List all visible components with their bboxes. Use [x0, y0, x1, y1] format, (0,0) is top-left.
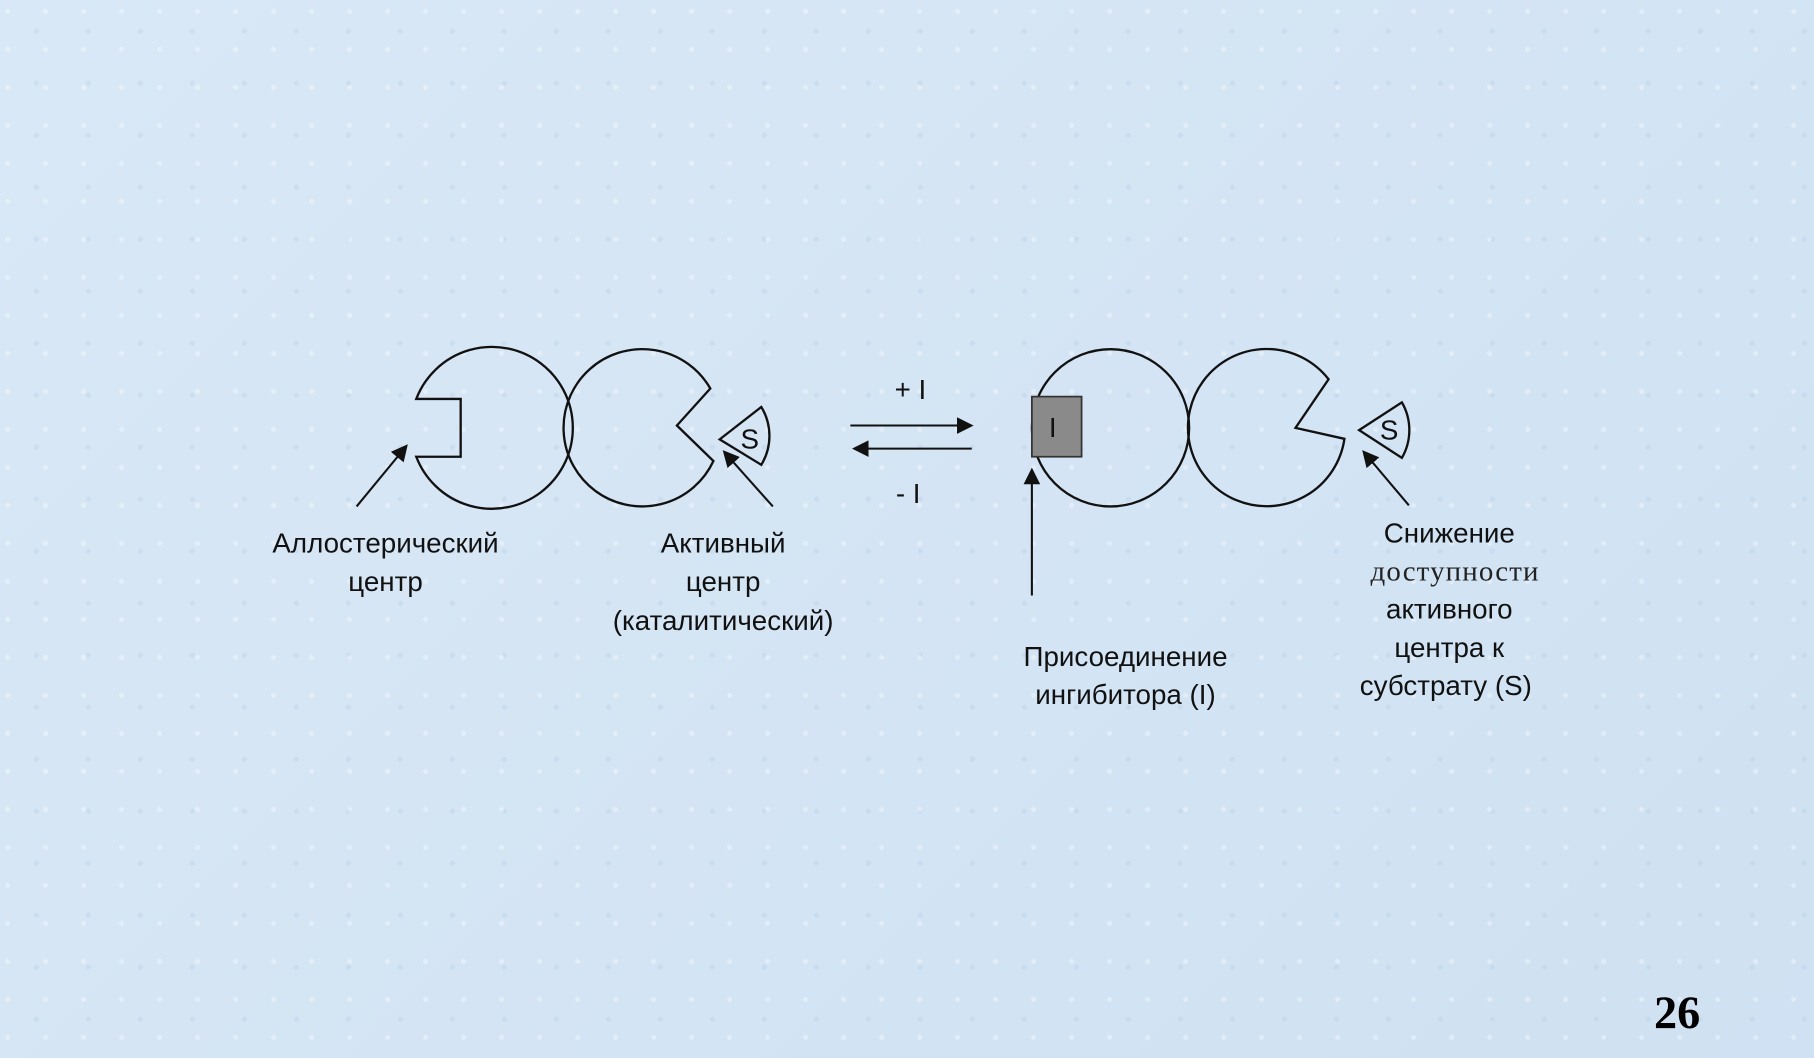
svg-text:активного: активного: [1386, 594, 1513, 625]
substrate-symbol-left: S: [740, 424, 759, 455]
allosteric-subunit: [414, 345, 574, 510]
svg-text:ингибитора (I): ингибитора (I): [1035, 679, 1215, 710]
svg-text:Аллостерический: Аллостерический: [272, 528, 498, 559]
catalytic-subunit-distorted: [1186, 347, 1346, 508]
pointer-allosteric: [355, 444, 408, 508]
reverse-label: - I: [896, 478, 921, 509]
inhibitor-binding-label: Присоединение ингибитора (I): [1024, 641, 1228, 710]
allosteric-label: Аллостерический центр: [272, 528, 498, 597]
reduced-access-label: Снижение доступности активного центра к …: [1360, 517, 1540, 701]
page-number: 26: [1654, 988, 1700, 1039]
substrate-right: [1356, 400, 1411, 460]
svg-text:центр: центр: [686, 566, 760, 597]
svg-text:(каталитический): (каталитический): [613, 605, 834, 636]
pointer-reduced-access: [1362, 450, 1410, 506]
svg-text:доступности: доступности: [1371, 555, 1540, 587]
svg-text:Активный: Активный: [661, 528, 786, 559]
substrate-left: [717, 405, 771, 467]
inhibitor-symbol: I: [1049, 412, 1057, 443]
svg-text:центра к: центра к: [1394, 632, 1505, 663]
svg-text:субстрату (S): субстрату (S): [1360, 670, 1532, 701]
svg-text:Присоединение: Присоединение: [1024, 641, 1228, 672]
forward-label: + I: [895, 374, 927, 405]
inhibitor-block: [1031, 395, 1083, 458]
pointer-active: [722, 450, 774, 508]
svg-text:Снижение: Снижение: [1384, 517, 1515, 548]
svg-text:центр: центр: [348, 566, 422, 597]
substrate-symbol-right: S: [1380, 414, 1399, 445]
catalytic-subunit: [562, 347, 715, 508]
active-site-label: Активный центр (каталитический): [613, 528, 834, 636]
